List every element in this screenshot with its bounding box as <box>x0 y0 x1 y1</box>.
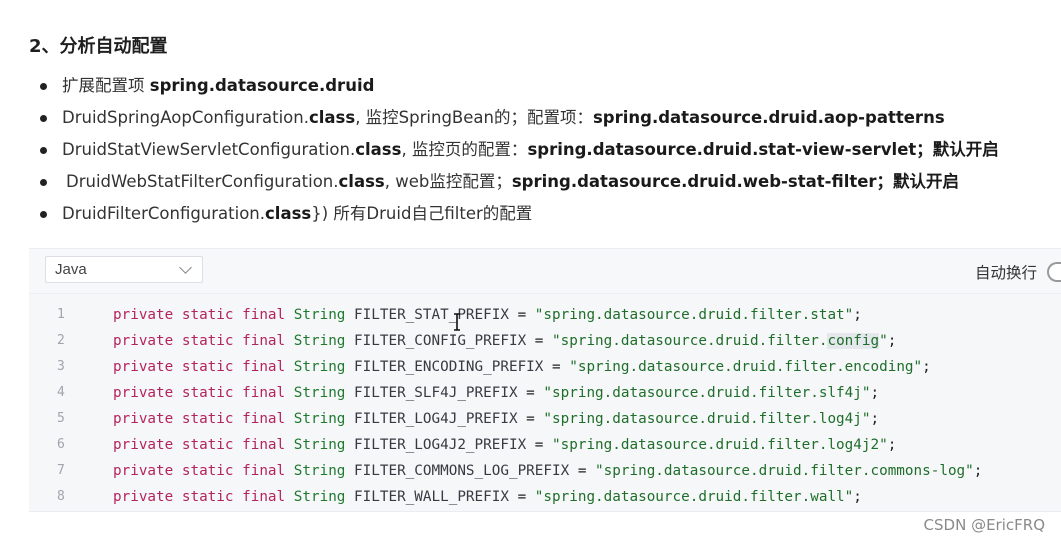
code-keywords: private static final <box>113 437 286 453</box>
code-area[interactable]: 1 private static final String FILTER_STAT… <box>29 293 1061 510</box>
code-source: private static final String FILTER_COMMO… <box>113 463 983 479</box>
code-keywords: private static final <box>113 411 286 427</box>
bullet-bold-text: class <box>265 204 312 223</box>
code-type: String <box>293 463 346 479</box>
bullet-dot-icon <box>40 147 47 154</box>
bullet-bold-text: spring.datasource.druid <box>149 76 375 95</box>
code-identifier: FILTER_ENCODING_PREFIX <box>354 359 544 375</box>
bullet-text: }) 所有Druid自己filter的配置 <box>311 204 533 223</box>
bullet-text: DruidStatViewServletConfiguration. <box>62 140 356 159</box>
bullet-text: , web监控配置； <box>384 172 512 191</box>
code-source: private static final String FILTER_CONFI… <box>113 333 897 349</box>
code-string: "spring.datasource.druid.filter.encoding… <box>569 359 923 375</box>
bullet-text: DruidWebStatFilterConfiguration. <box>66 172 339 191</box>
code-type: String <box>293 307 346 323</box>
code-block: Java 自动换行 1 private static final String F… <box>29 248 1061 512</box>
code-keywords: private static final <box>113 333 286 349</box>
code-keywords: private static final <box>113 307 286 323</box>
code-identifier: FILTER_LOG4J2_PREFIX <box>354 437 527 453</box>
bullet-item: 扩展配置项 spring.datasource.druid <box>38 70 999 102</box>
bullet-bold-text: spring.datasource.druid.aop-patterns <box>592 108 945 127</box>
watermark: CSDN @EricFRQ <box>923 516 1045 534</box>
code-string: "spring.datasource.druid.filter.log4j" <box>543 411 871 427</box>
auto-wrap-label: 自动换行 <box>974 264 1037 282</box>
code-type: String <box>293 359 346 375</box>
code-identifier: FILTER_CONFIG_PREFIX <box>354 333 527 349</box>
bullet-bold-text: spring.datasource.druid.stat-view-servle… <box>527 140 999 159</box>
code-source: private static final String FILTER_LOG4J… <box>113 411 880 427</box>
code-keywords: private static final <box>113 489 286 505</box>
bullet-dot-icon <box>40 211 47 218</box>
code-type: String <box>293 437 346 453</box>
bullet-bold-text: class <box>308 108 356 127</box>
code-identifier: FILTER_WALL_PREFIX <box>354 489 509 505</box>
line-number: 3 <box>57 359 65 374</box>
selection-highlight: config <box>827 333 880 349</box>
code-type: String <box>293 333 346 349</box>
bullet-dot-icon <box>40 83 47 90</box>
code-string: "spring.datasource.druid.filter.config" <box>552 333 888 349</box>
bullet-text: 扩展配置项 <box>62 76 150 95</box>
code-string: "spring.datasource.druid.filter.wall" <box>534 489 854 505</box>
section-heading: 2、分析自动配置 <box>29 36 168 57</box>
code-identifier: FILTER_STAT_PREFIX <box>354 307 509 323</box>
code-string: "spring.datasource.druid.filter.slf4j" <box>543 385 871 401</box>
code-source: private static final String FILTER_ENCOD… <box>113 359 931 375</box>
chevron-down-icon <box>179 261 192 274</box>
code-type: String <box>293 385 346 401</box>
bullet-text: DruidFilterConfiguration. <box>62 204 266 223</box>
code-source: private static final String FILTER_LOG4J… <box>113 437 897 453</box>
code-source: private static final String FILTER_STAT_… <box>113 307 862 323</box>
code-string: "spring.datasource.druid.filter.commons-… <box>595 463 974 479</box>
code-keywords: private static final <box>113 385 286 401</box>
line-number: 6 <box>57 437 65 452</box>
bullet-text: , 监控SpringBean的；配置项： <box>355 108 593 127</box>
code-string: "spring.datasource.druid.filter.log4j2" <box>552 437 888 453</box>
code-source: private static final String FILTER_SLF4J… <box>113 385 880 401</box>
line-number: 2 <box>57 333 65 348</box>
line-number: 1 <box>57 307 65 322</box>
bullet-item: DruidStatViewServletConfiguration.class,… <box>38 134 999 166</box>
bullet-text: , 监控页的配置： <box>401 140 528 159</box>
language-select-value: Java <box>55 261 87 278</box>
text-cursor-icon <box>454 313 460 331</box>
bullet-bold-text: class <box>355 140 402 159</box>
line-number: 5 <box>57 411 65 426</box>
code-keywords: private static final <box>113 463 286 479</box>
bullet-bold-text: class <box>338 172 385 191</box>
bullet-bold-text: spring.datasource.druid.web-stat-filter；… <box>511 172 960 191</box>
bullet-item: DruidSpringAopConfiguration.class, 监控Spr… <box>38 102 999 134</box>
bullet-dot-icon <box>40 179 47 186</box>
auto-wrap-toggle[interactable]: 自动换行 <box>975 261 1061 283</box>
code-keywords: private static final <box>113 359 286 375</box>
code-identifier: FILTER_SLF4J_PREFIX <box>354 385 518 401</box>
code-source: private static final String FILTER_WALL_… <box>113 489 862 505</box>
toggle-switch-icon[interactable] <box>1047 262 1061 282</box>
code-type: String <box>293 411 346 427</box>
line-number: 4 <box>57 385 65 400</box>
bullet-item: DruidFilterConfiguration.class}) 所有Druid… <box>38 198 999 230</box>
bullet-item: DruidWebStatFilterConfiguration.class, w… <box>38 166 999 198</box>
bullet-text: DruidSpringAopConfiguration. <box>62 108 309 127</box>
language-select[interactable]: Java <box>45 256 203 283</box>
code-type: String <box>293 489 346 505</box>
code-identifier: FILTER_LOG4J_PREFIX <box>354 411 518 427</box>
code-identifier: FILTER_COMMONS_LOG_PREFIX <box>354 463 570 479</box>
bullet-dot-icon <box>40 115 47 122</box>
line-number: 7 <box>57 463 65 478</box>
code-string: "spring.datasource.druid.filter.stat" <box>534 307 854 323</box>
line-number: 8 <box>57 489 65 504</box>
